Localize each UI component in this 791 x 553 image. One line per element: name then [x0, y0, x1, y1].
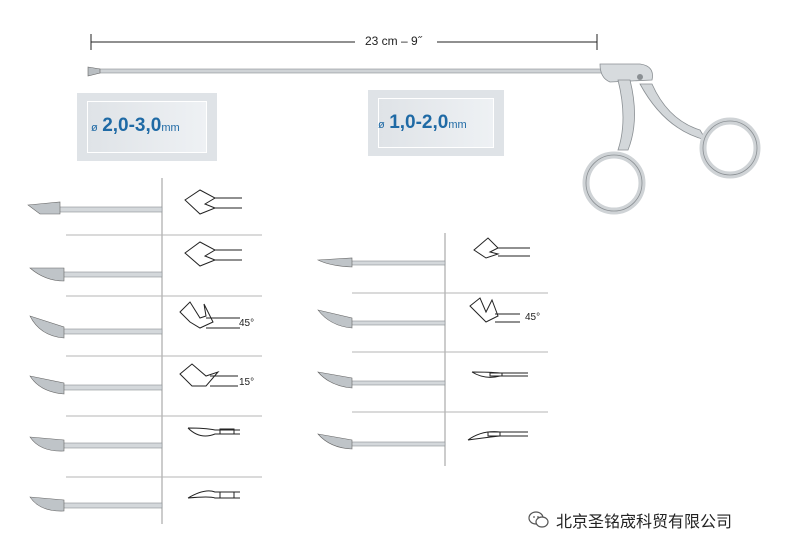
- tip-left-4: [29, 375, 163, 395]
- tip-left-6: [29, 496, 163, 512]
- right-grid: [352, 233, 548, 466]
- diagram-right-2: [469, 297, 520, 323]
- angle-label-right-2: 45°: [525, 312, 541, 323]
- diagram-right-1: [473, 237, 530, 259]
- tip-right-1: [316, 257, 446, 268]
- diameter-symbol: ø: [378, 119, 385, 131]
- right-instrument-tips: [316, 257, 446, 450]
- tip-left-1: [27, 201, 163, 215]
- tip-right-2: [317, 309, 446, 329]
- tip-left-2: [29, 267, 163, 282]
- diameter-range: 2,0-3,0: [102, 115, 162, 136]
- badge-panel: [378, 98, 494, 148]
- left-grid: [66, 178, 262, 524]
- length-label: 23 cm – 9˝: [361, 34, 426, 48]
- left-tip-diagrams: [179, 189, 242, 499]
- angle-label-left-4: 15°: [239, 377, 255, 388]
- instrument-main: [87, 63, 761, 215]
- diameter-symbol: ø: [91, 122, 98, 134]
- diameter-range: 1,0-2,0: [389, 112, 449, 133]
- diagram-right-4: [467, 431, 528, 441]
- diameter-unit: mm: [448, 119, 467, 131]
- tip-right-3: [317, 371, 446, 389]
- badge-text: ø 1,0-2,0mm: [378, 112, 467, 134]
- tip-left-5: [29, 436, 163, 452]
- badge-text: ø 2,0-3,0mm: [91, 115, 180, 137]
- badge-panel: [87, 101, 207, 153]
- diagram-left-3: [179, 301, 240, 329]
- wechat-icon: [528, 511, 550, 529]
- tip-left-3: [29, 315, 163, 339]
- angle-label-left-3: 45°: [239, 318, 255, 329]
- tip-right-4: [317, 433, 446, 450]
- diameter-badge-small: ø 1,0-2,0mm: [368, 90, 504, 156]
- diameter-unit: mm: [161, 122, 180, 134]
- diagram-left-5: [187, 427, 240, 437]
- diagram-left-2: [184, 241, 242, 267]
- dimension-line: [90, 34, 598, 50]
- right-tip-diagrams: [467, 237, 530, 441]
- diagram-right-3: [471, 371, 528, 378]
- diagram-left-6: [187, 490, 240, 499]
- diagram-left-4: [179, 363, 238, 387]
- diameter-badge-large: ø 2,0-3,0mm: [77, 93, 217, 161]
- left-instrument-tips: [27, 201, 163, 512]
- diagram-left-1: [184, 189, 242, 215]
- watermark: 北京圣铭宬科贸有限公司: [528, 508, 732, 532]
- watermark-text: 北京圣铭宬科贸有限公司: [556, 514, 733, 531]
